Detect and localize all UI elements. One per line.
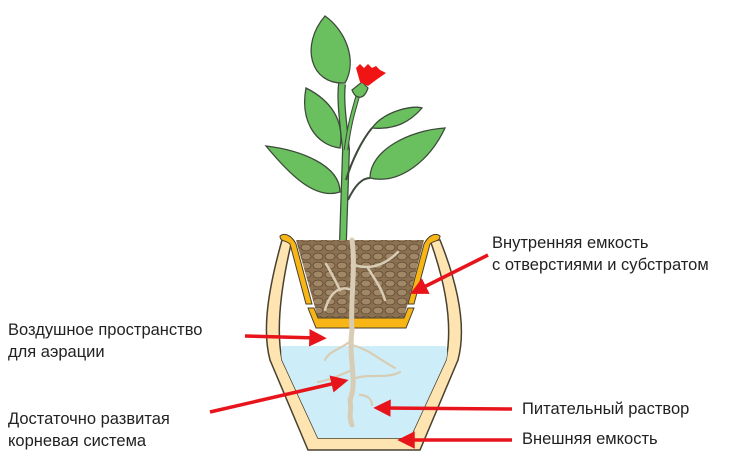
inner-container-bottom xyxy=(307,307,415,329)
arrow-inner-pot xyxy=(410,253,489,294)
arrow-roots xyxy=(209,375,349,414)
label-air-space-line2: для аэрации xyxy=(8,343,105,361)
inner-container xyxy=(279,233,441,329)
label-inner-pot: Внутренняя емкость с отверстиями и субст… xyxy=(492,232,709,276)
label-solution: Питательный раствор xyxy=(522,400,690,418)
label-outer-pot: Внешняя емкость xyxy=(522,430,658,448)
leaf-stalks xyxy=(345,127,373,201)
label-inner-pot-line1: Внутренняя емкость xyxy=(492,234,649,252)
leaf xyxy=(310,15,351,84)
leaf xyxy=(370,106,424,129)
arrows xyxy=(209,253,513,449)
roots xyxy=(316,237,402,428)
arrow-air-space xyxy=(244,329,327,347)
root-branches-upper xyxy=(323,250,400,312)
leaf xyxy=(264,145,341,195)
leaf xyxy=(304,87,342,149)
label-air-space-line1: Воздушное пространство xyxy=(8,321,203,339)
flower-stalk xyxy=(344,94,360,151)
flower xyxy=(356,64,386,86)
root-branches-lower xyxy=(316,338,402,407)
label-inner-pot-line2: с отверстиями и субстратом xyxy=(492,256,709,274)
label-roots: Достаточно развитая корневая система xyxy=(8,408,170,452)
arrow-solution xyxy=(373,399,513,417)
label-roots-line1: Достаточно развитая xyxy=(8,410,170,428)
label-roots-line2: корневая система xyxy=(8,432,147,450)
nutrient-solution xyxy=(281,346,448,438)
flower-sepal xyxy=(351,81,369,98)
leaf xyxy=(369,127,447,180)
substrate xyxy=(296,240,424,318)
main-root xyxy=(347,237,356,428)
label-air-space: Воздушное пространство для аэрации xyxy=(8,319,203,363)
inner-container-left-wall xyxy=(279,233,313,305)
plant xyxy=(264,15,447,241)
